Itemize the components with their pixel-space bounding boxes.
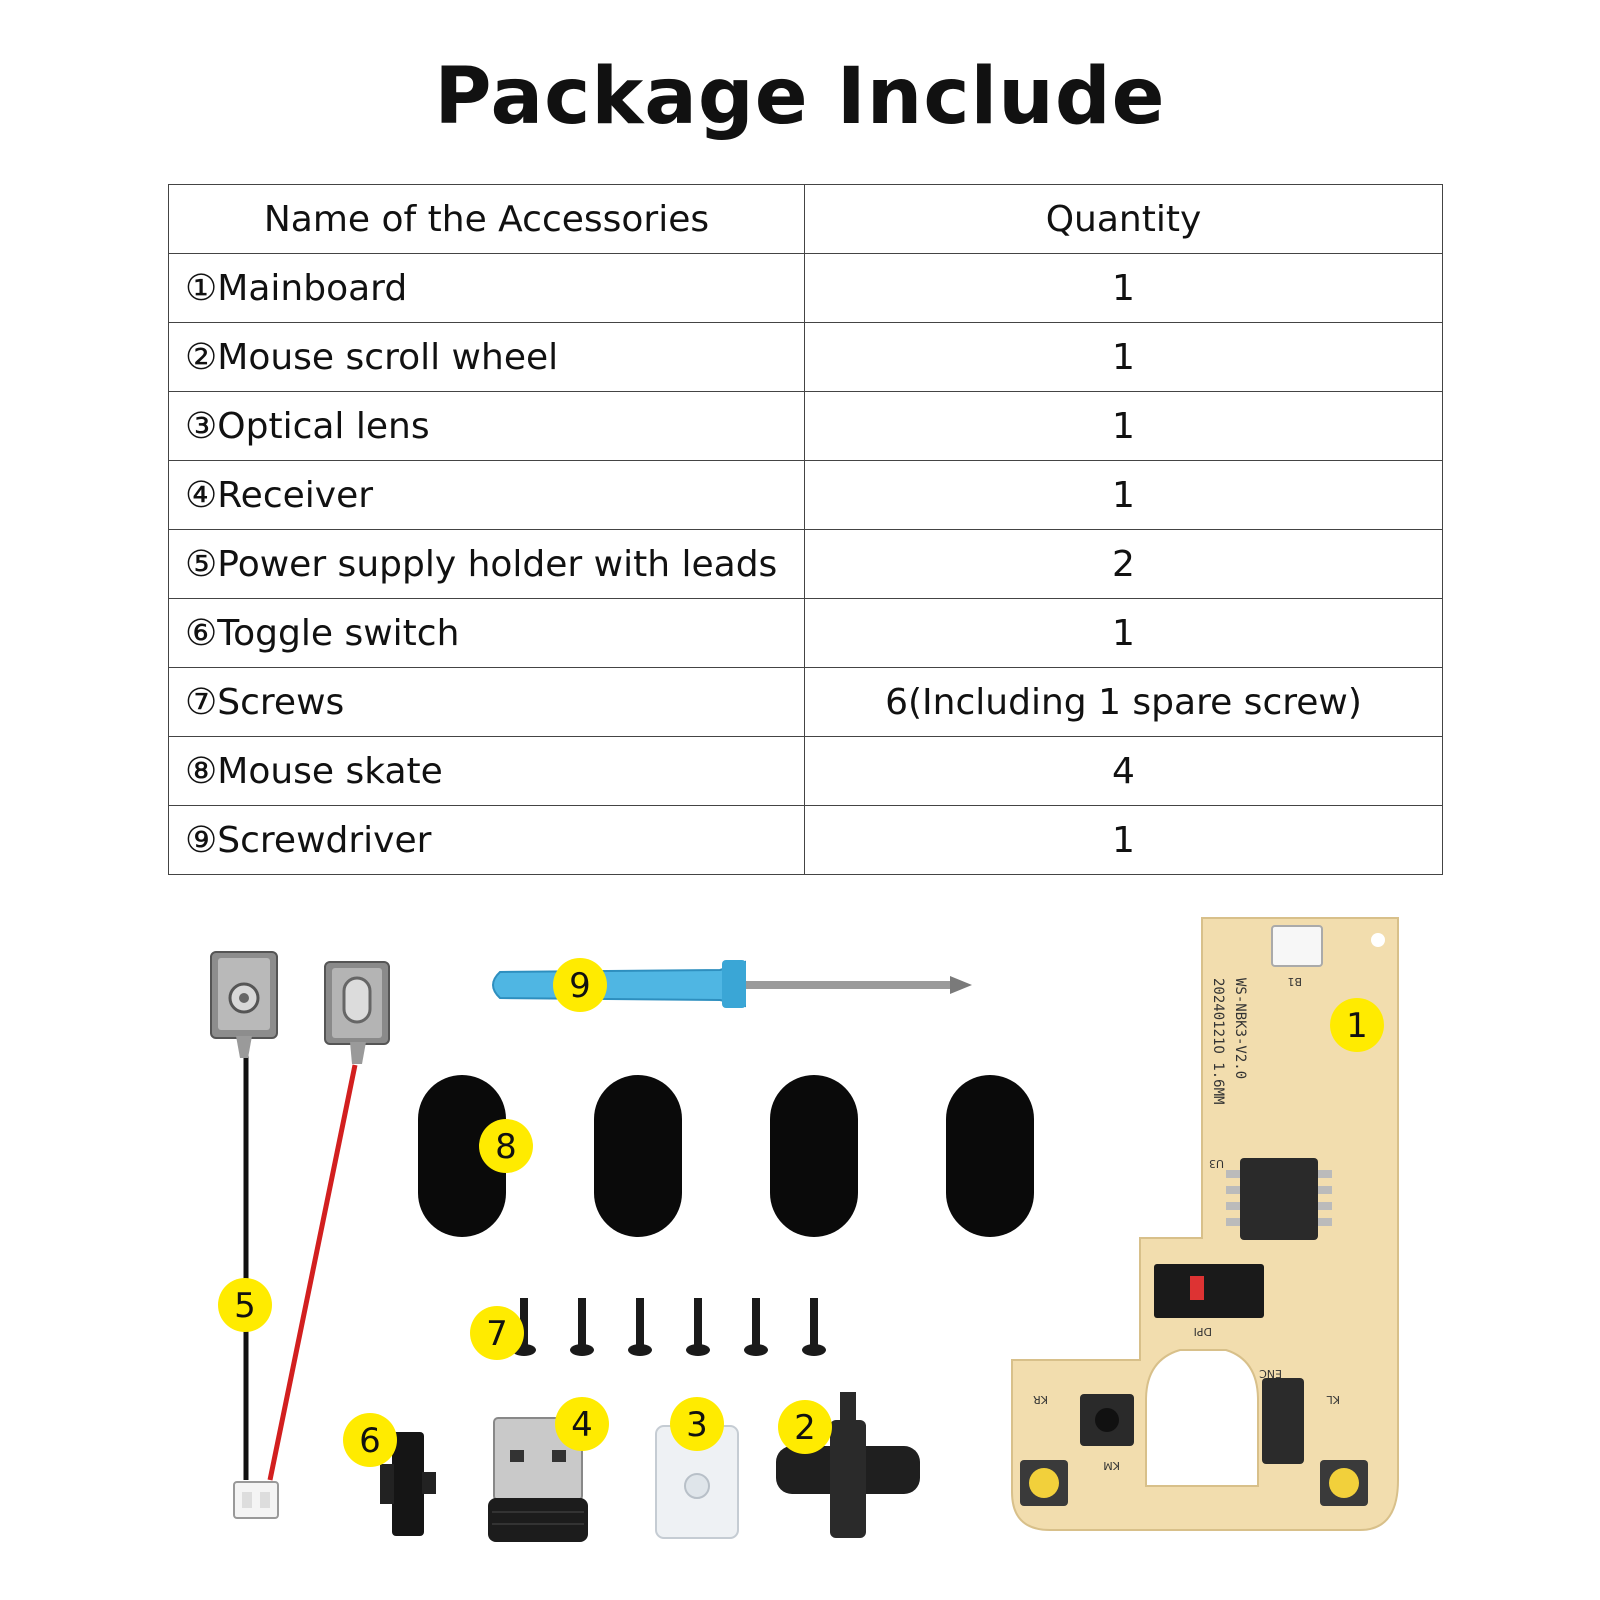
badge-receiver: 4 — [555, 1397, 609, 1451]
pcb-model-label: WS-NBK3-V2.0 — [1232, 978, 1248, 1079]
pcb-b1-label: B1 — [1287, 975, 1302, 988]
row-name: ①Mainboard — [168, 253, 805, 323]
row-quantity: 1 — [804, 805, 1443, 875]
row-name: ⑥Toggle switch — [168, 598, 805, 668]
row-name: ③Optical lens — [168, 391, 805, 461]
badge-screws: 7 — [470, 1306, 524, 1360]
row-quantity: 1 — [804, 391, 1443, 461]
badge-optical-lens-number: 3 — [686, 1405, 708, 1445]
badge-mouse-skate-number: 8 — [495, 1127, 517, 1167]
pcb-date-label: 20240121O 1.6MM — [1210, 978, 1226, 1104]
row-quantity: 1 — [804, 253, 1443, 323]
mainboard-illustration: WS-NBK3-V2.0 20240121O 1.6MM U3 DPI ENC … — [1011, 917, 1399, 1531]
row-quantity: 2 — [804, 529, 1443, 599]
badge-optical-lens: 3 — [670, 1397, 724, 1451]
pcb-kr-label: KR — [1033, 1393, 1048, 1406]
pcb-dpi-label: DPI — [1194, 1325, 1212, 1338]
accessories-table: Name of the Accessories Quantity ①Mainbo… — [168, 184, 1443, 875]
table-row: ④Receiver 1 — [168, 460, 1443, 530]
header-name: Name of the Accessories — [168, 184, 805, 254]
badge-receiver-number: 4 — [571, 1405, 593, 1445]
table-row: ⑧Mouse skate 4 — [168, 736, 1443, 806]
table-row: ①Mainboard 1 — [168, 253, 1443, 323]
table-row: ③Optical lens 1 — [168, 391, 1443, 461]
table-row: ⑥Toggle switch 1 — [168, 598, 1443, 668]
table-row: ⑨Screwdriver 1 — [168, 805, 1443, 875]
row-name: ⑨Screwdriver — [168, 805, 805, 875]
pcb-km-label: KM — [1103, 1459, 1120, 1472]
badge-screwdriver-number: 9 — [569, 966, 591, 1006]
row-name: ⑧Mouse skate — [168, 736, 805, 806]
badge-mouse-skate: 8 — [479, 1119, 533, 1173]
badge-power-holder-number: 5 — [234, 1286, 256, 1326]
pcb-u3-label: U3 — [1209, 1157, 1224, 1170]
pcb-kl-label: KL — [1326, 1393, 1340, 1406]
row-name: ⑤Power supply holder with leads — [168, 529, 805, 599]
badge-toggle-switch: 6 — [343, 1413, 397, 1467]
badge-toggle-switch-number: 6 — [359, 1421, 381, 1461]
row-name: ④Receiver — [168, 460, 805, 530]
table-row: ⑤Power supply holder with leads 2 — [168, 529, 1443, 599]
row-name: ⑦Screws — [168, 667, 805, 737]
row-quantity: 4 — [804, 736, 1443, 806]
badge-screws-number: 7 — [486, 1314, 508, 1354]
badge-mainboard-number: 1 — [1346, 1006, 1368, 1046]
scroll-wheel-illustration — [776, 1392, 920, 1538]
badge-screwdriver: 9 — [553, 958, 607, 1012]
table-row: ②Mouse scroll wheel 1 — [168, 322, 1443, 392]
pcb-enc-label: ENC — [1259, 1367, 1282, 1380]
badge-power-holder: 5 — [218, 1278, 272, 1332]
row-quantity: 1 — [804, 598, 1443, 668]
row-quantity: 6(Including 1 spare screw) — [804, 667, 1443, 737]
row-name: ②Mouse scroll wheel — [168, 322, 805, 392]
power-supply-holder-illustration — [210, 951, 390, 1519]
toggle-switch-illustration — [380, 1432, 436, 1536]
screws-illustration — [512, 1298, 826, 1356]
badge-mainboard: 1 — [1330, 998, 1384, 1052]
badge-scroll-wheel-number: 2 — [794, 1408, 816, 1448]
row-quantity: 1 — [804, 460, 1443, 530]
page-title: Package Include — [434, 52, 1166, 142]
table-row: ⑦Screws 6(Including 1 spare screw) — [168, 667, 1443, 737]
mouse-skates-illustration — [418, 1075, 1034, 1237]
badge-scroll-wheel: 2 — [778, 1400, 832, 1454]
